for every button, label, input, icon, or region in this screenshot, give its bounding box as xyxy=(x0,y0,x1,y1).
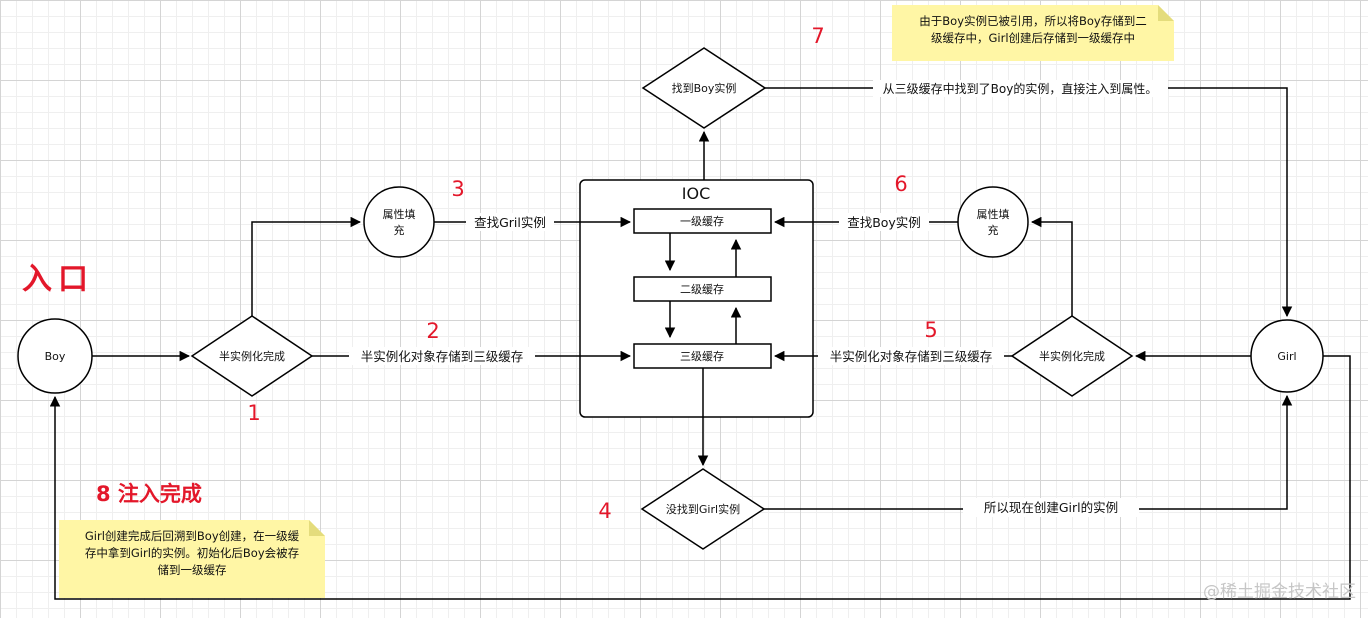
edge-label-to-cache3-right: 半实例化对象存储到三级缓存 xyxy=(830,349,993,364)
found-boy-label: 找到Boy实例 xyxy=(672,81,737,95)
found-boy-node[interactable] xyxy=(641,47,767,129)
note-bottom-line3: 储到一级缓存 xyxy=(157,563,227,577)
note-top: 由于Boy实例已被引用，所以将Boy存储到二 级缓存中，Girl创建后存储到一级… xyxy=(892,5,1174,61)
step-number-2: 2 xyxy=(426,319,439,343)
not-found-girl-node[interactable] xyxy=(640,468,766,550)
edge-label-find-boy: 查找Boy实例 xyxy=(847,215,921,230)
half-instantiated-right-label: 半实例化完成 xyxy=(1039,349,1105,363)
cache-level-2[interactable] xyxy=(633,276,772,302)
label-bg xyxy=(349,347,535,365)
injection-done-label: 8 注入完成 xyxy=(96,482,202,506)
edge-label-create-girl: 所以现在创建Girl的实例 xyxy=(984,500,1118,515)
property-fill-left-line2: 充 xyxy=(394,223,405,237)
label-bg xyxy=(466,213,554,231)
note-bottom-line2: 存中拿到Girl的实例。初始化后Boy会被存 xyxy=(84,546,300,560)
cache-level-2-label: 二级缓存 xyxy=(680,282,724,296)
edge-label-find-girl: 查找Gril实例 xyxy=(474,215,546,230)
step-number-3: 3 xyxy=(451,177,464,201)
edge-half-right-to-fill-right xyxy=(1030,216,1073,316)
entry-label: 入口 xyxy=(22,262,94,297)
property-fill-right-line1: 属性填 xyxy=(977,207,1010,221)
label-bg xyxy=(839,213,929,231)
girl-label: Girl xyxy=(1277,350,1296,363)
edge-found-boy-to-girl xyxy=(765,87,1293,318)
edge-label-to-cache3-left: 半实例化对象存储到三级缓存 xyxy=(361,349,524,364)
note-bottom-line1: Girl创建完成后回溯到Boy创建，在一级缓 xyxy=(84,529,300,543)
step-number-6: 6 xyxy=(894,172,907,196)
cache-level-1[interactable] xyxy=(633,208,772,234)
cache-level-3[interactable] xyxy=(633,343,772,369)
label-bg xyxy=(873,80,1168,97)
watermark: @稀土掘金技术社区 xyxy=(1203,582,1356,602)
property-fill-left-node[interactable] xyxy=(363,186,435,258)
ioc-title: IOC xyxy=(682,184,710,203)
label-bg xyxy=(818,347,1004,365)
step-number-4: 4 xyxy=(598,499,611,523)
edge-half-left-to-fill-left xyxy=(251,216,362,316)
step-number-1: 1 xyxy=(247,401,260,425)
step-number-5: 5 xyxy=(924,318,937,342)
half-instantiated-left-node[interactable] xyxy=(190,315,314,397)
not-found-girl-label: 没找到Girl实例 xyxy=(666,502,740,516)
step-number-7: 7 xyxy=(811,24,824,48)
note-top-line1: 由于Boy实例已被引用，所以将Boy存储到二 xyxy=(919,14,1147,28)
edge-label-inject-boy: 从三级缓存中找到了Boy的实例，直接注入到属性。 xyxy=(883,81,1158,96)
property-fill-right-node[interactable] xyxy=(957,186,1029,258)
property-fill-right-line2: 充 xyxy=(988,223,999,237)
note-top-line2: 级缓存中，Girl创建后存储到一级缓存中 xyxy=(930,31,1136,45)
edge-girl-back-to-boy xyxy=(49,355,1351,600)
label-bg xyxy=(963,498,1139,517)
half-instantiated-right-node[interactable] xyxy=(1010,315,1134,397)
boy-label: Boy xyxy=(45,350,66,363)
cache-level-1-label: 一级缓存 xyxy=(680,214,724,228)
half-instantiated-left-label: 半实例化完成 xyxy=(219,349,285,363)
property-fill-left-line1: 属性填 xyxy=(383,207,416,221)
edge-not-found-girl-to-girl xyxy=(764,394,1293,510)
cache-level-3-label: 三级缓存 xyxy=(680,349,724,363)
note-bottom: Girl创建完成后回溯到Boy创建，在一级缓 存中拿到Girl的实例。初始化后B… xyxy=(59,520,325,598)
